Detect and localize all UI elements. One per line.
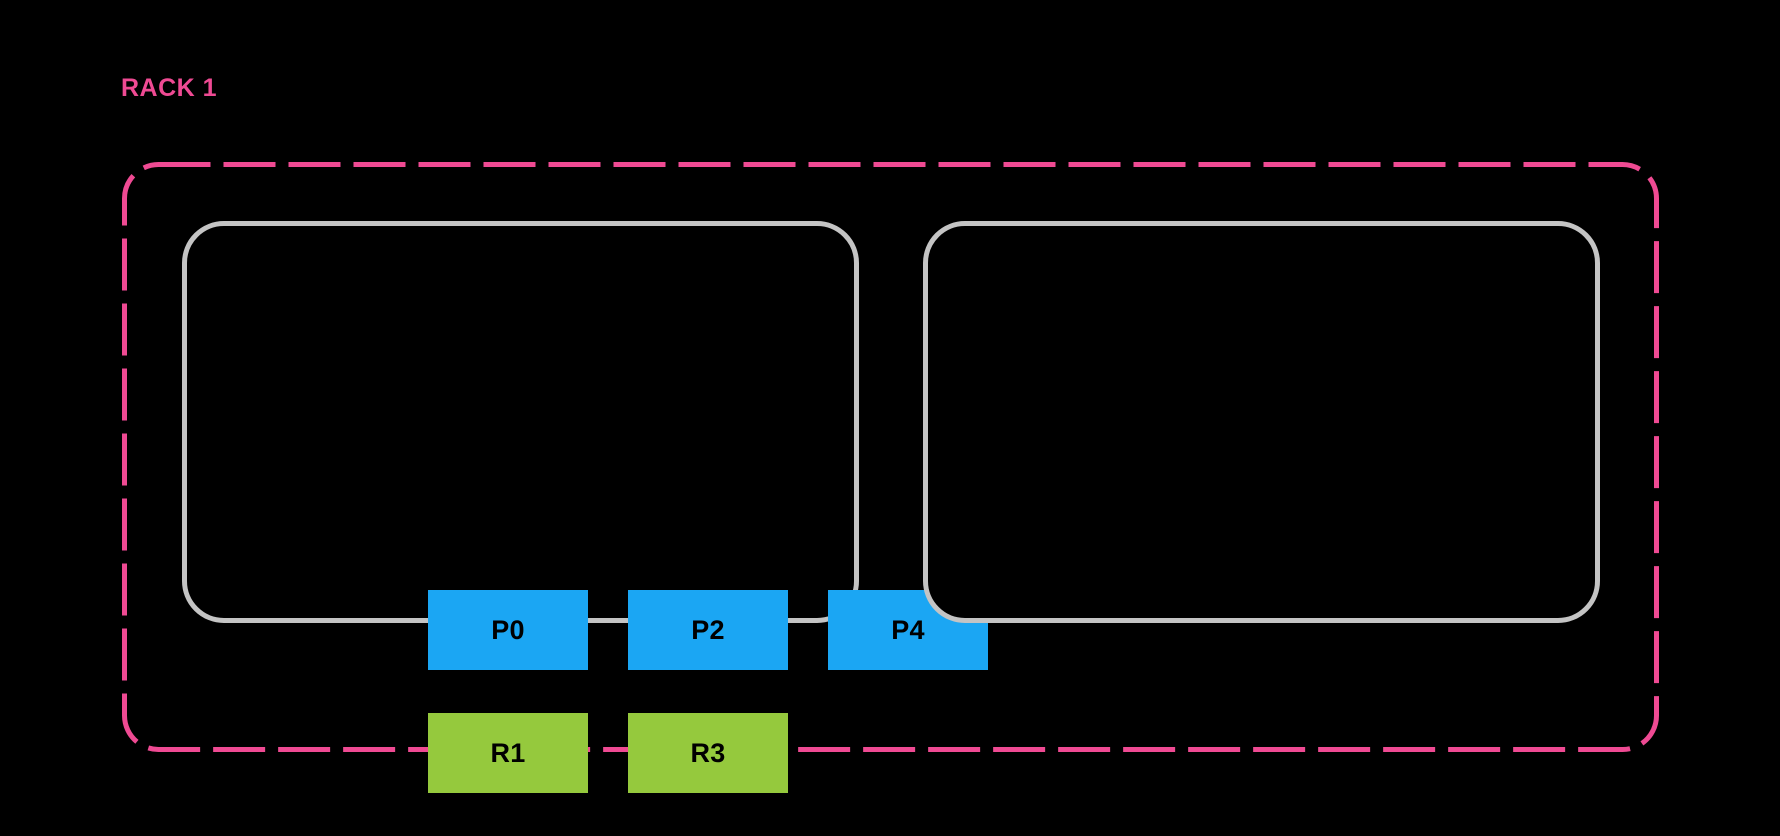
shard-p2[interactable]: P2 (628, 590, 788, 670)
shard-r1[interactable]: R1 (428, 713, 588, 793)
shard-r3[interactable]: R3 (628, 713, 788, 793)
shard-p0[interactable]: P0 (428, 590, 588, 670)
node-panel-1[interactable]: P1 P3 R0 R2 R4 (923, 221, 1600, 623)
rack-label: RACK 1 (121, 74, 218, 102)
node-panel-0[interactable]: P0 P2 P4 R1 R3 (182, 221, 988, 793)
